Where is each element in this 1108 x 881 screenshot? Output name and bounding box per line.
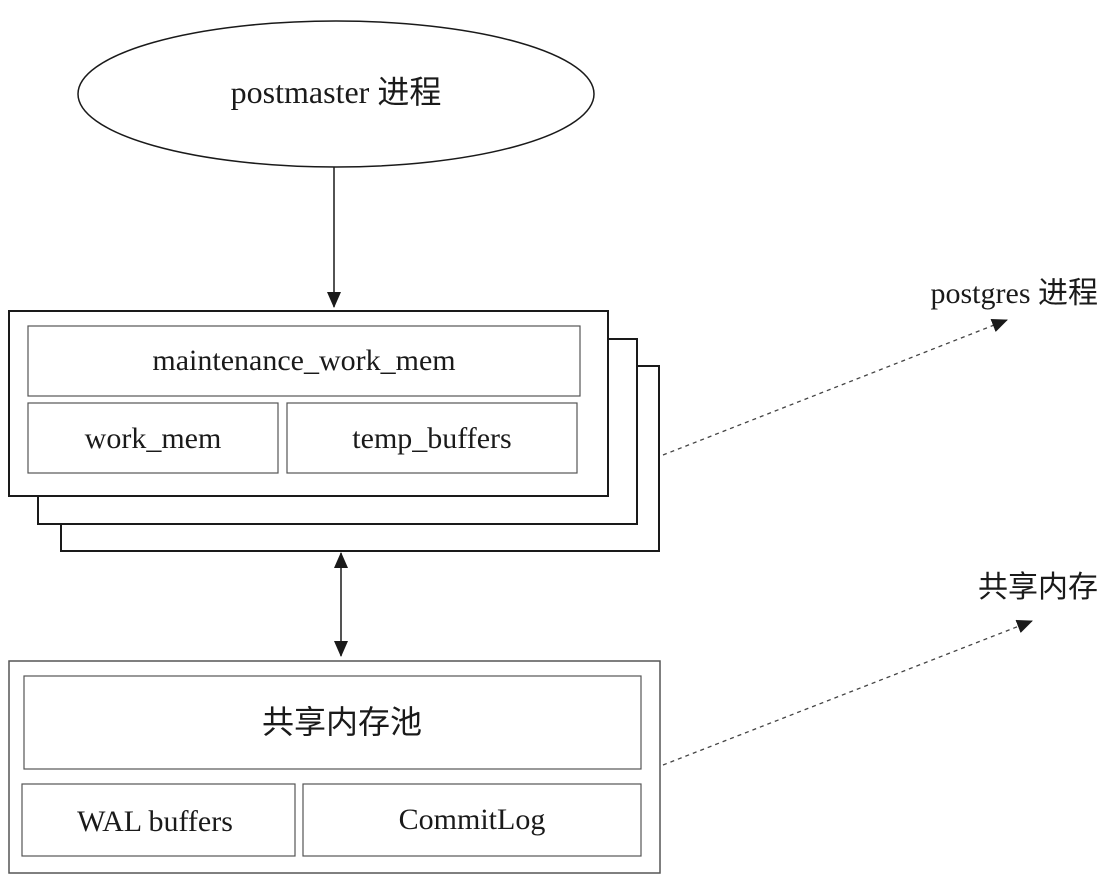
commit-log-label: CommitLog [399,803,546,836]
postmaster-label: postmaster 进程 [231,74,442,110]
commit-log-box [302,783,642,857]
temp-buffers-box [286,402,578,474]
postgres-process-stack: maintenance_work_mem work_mem temp_buffe… [8,310,660,552]
postgres-callout-arrow [662,318,1008,456]
shared-memory-callout-arrow [662,619,1033,766]
postmaster-ellipse [77,20,595,168]
postmaster-node: postmaster 进程 [77,20,595,168]
shared-memory-block: 共享内存池 WAL buffers CommitLog [8,660,661,874]
wal-buffers-box [21,783,296,857]
wal-buffers-label: WAL buffers [77,805,233,838]
maintenance-work-mem-box [27,325,581,397]
postgres-process-annotation: postgres 进程 [931,277,1099,310]
shared-memory-annotation: 共享内存 [978,571,1098,604]
maintenance-work-mem-label: maintenance_work_mem [152,344,455,377]
temp-buffers-label: temp_buffers [352,422,511,455]
shared-memory-pool-label: 共享内存池 [262,704,422,740]
work-mem-label: work_mem [85,422,222,455]
work-mem-box [27,402,279,474]
shared-memory-pool-box [23,675,642,770]
